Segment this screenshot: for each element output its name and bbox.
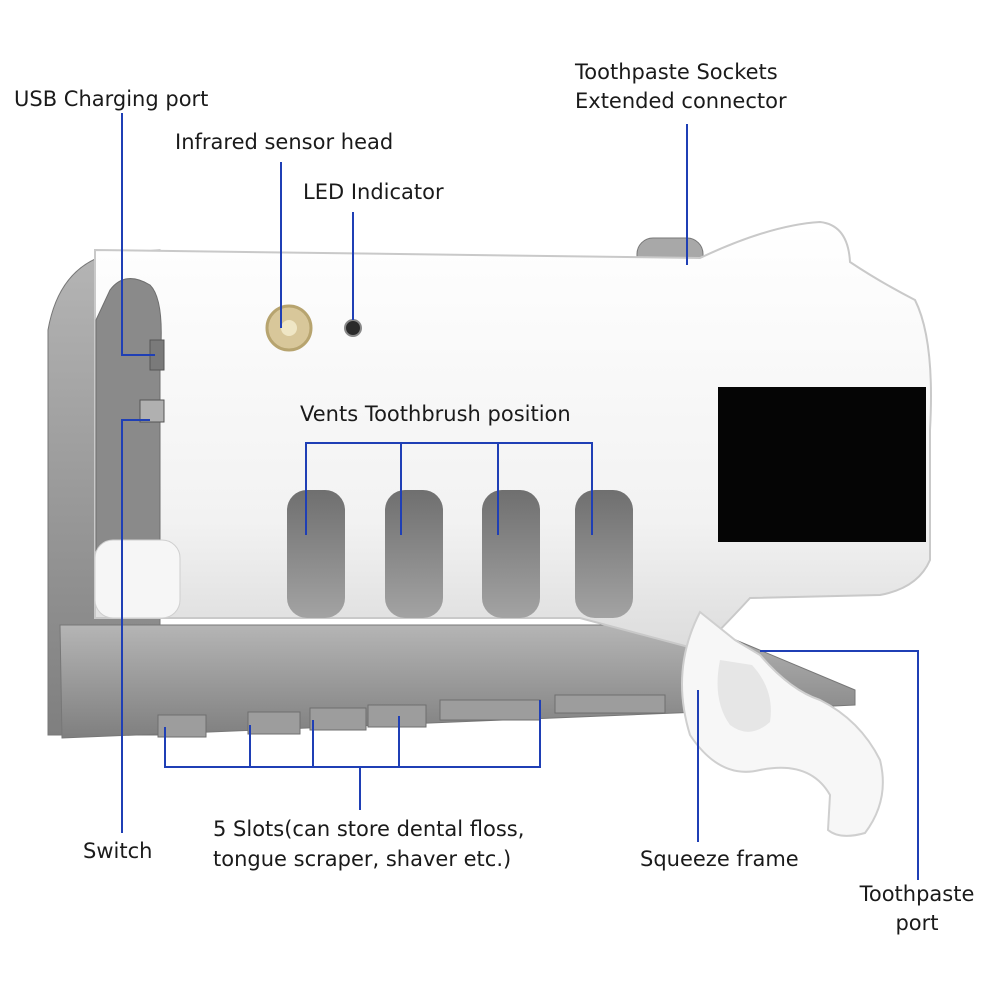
led-dot bbox=[344, 319, 362, 337]
label-infrared-sensor: Infrared sensor head bbox=[175, 130, 394, 154]
slot bbox=[309, 707, 367, 731]
label-slots-line1: 5 Slots(can store dental floss, bbox=[213, 817, 525, 841]
vent bbox=[575, 490, 633, 618]
vent bbox=[482, 490, 540, 618]
callout-vents-line bbox=[305, 442, 593, 535]
label-toothpaste-port-line1: Toothpaste bbox=[859, 882, 975, 906]
callout-slots-line bbox=[164, 700, 541, 768]
label-toothpaste-port-line2: port bbox=[895, 911, 939, 935]
switch-part bbox=[139, 399, 165, 423]
storage-slots bbox=[157, 694, 666, 738]
label-squeeze-frame: Squeeze frame bbox=[640, 847, 799, 871]
slot bbox=[367, 704, 427, 728]
squeeze-frame-part bbox=[681, 610, 884, 837]
label-usb-charging-port: USB Charging port bbox=[14, 87, 209, 111]
slot bbox=[439, 699, 541, 721]
label-switch: Switch bbox=[83, 839, 153, 863]
callout-usb-line bbox=[121, 113, 155, 356]
label-sockets-line1: Toothpaste Sockets bbox=[575, 60, 778, 84]
bottom-hook bbox=[94, 539, 181, 619]
label-slots-line2: tongue scraper, shaver etc.) bbox=[213, 847, 512, 871]
label-vents: Vents Toothbrush position bbox=[300, 402, 571, 426]
toothbrush-vents bbox=[287, 490, 633, 618]
squeeze-inner bbox=[717, 660, 771, 732]
slot bbox=[554, 694, 666, 714]
label-sockets-line2: Extended connector bbox=[575, 89, 787, 113]
vent bbox=[385, 490, 443, 618]
infrared-sensor-center bbox=[281, 320, 297, 336]
slot bbox=[157, 714, 207, 738]
label-led-indicator: LED Indicator bbox=[303, 180, 444, 204]
black-panel bbox=[718, 387, 926, 542]
vent bbox=[287, 490, 345, 618]
callout-port-line bbox=[760, 650, 919, 880]
callout-switch-line bbox=[121, 419, 150, 833]
callout-lines bbox=[121, 113, 919, 880]
slot bbox=[247, 711, 301, 735]
